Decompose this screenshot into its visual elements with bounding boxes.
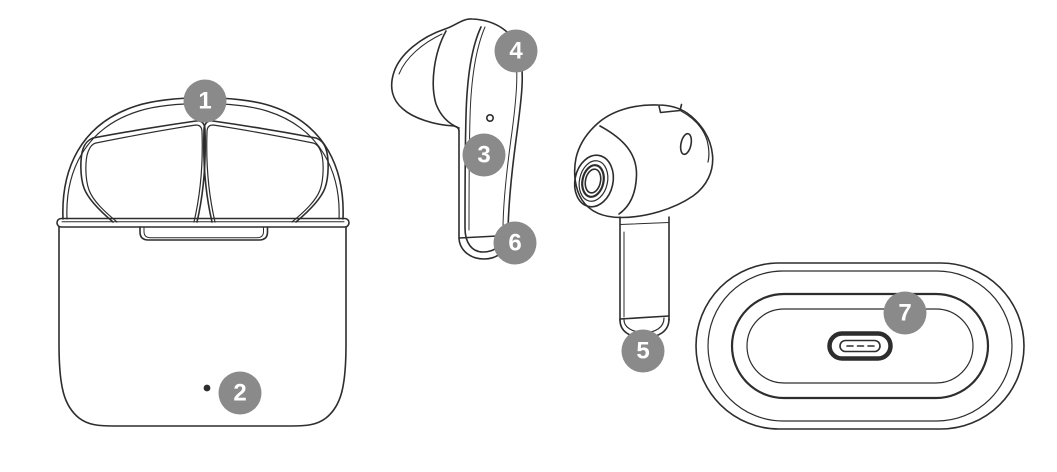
- earbud-head-outline: [573, 104, 714, 219]
- ear-tip-boundary: [432, 30, 460, 129]
- case-thumb-notch-inner: [143, 226, 264, 239]
- earbud-faceplate-seam-2: [468, 26, 486, 231]
- callout-badge-6: 6: [493, 221, 537, 265]
- led-indicator-icon: [203, 384, 211, 392]
- callout-badge-1: 1: [183, 79, 227, 123]
- case-bottom-outline: [695, 262, 1025, 430]
- right-earbud-in-case: [202, 120, 329, 223]
- nozzle-shoulder-curve: [599, 125, 638, 215]
- callout-badge-7: 7: [883, 291, 927, 335]
- callout-badge-5: 5: [621, 329, 665, 373]
- callout-badge-4: 4: [494, 29, 538, 73]
- right-earbud-in-case-inner: [206, 124, 324, 223]
- case-rim: [56, 217, 350, 228]
- case-thumb-notch: [139, 226, 269, 241]
- ear-tip-rings-icon: [573, 154, 615, 208]
- earbud-side-outline: [390, 18, 524, 260]
- case-bottom-ring-4: [746, 308, 974, 384]
- earbud-front-view-illustration: [573, 103, 714, 339]
- case-bottom-ring-3: [730, 292, 990, 400]
- earbud-head-notch: [658, 103, 683, 114]
- callout-badge-2: 2: [218, 371, 262, 415]
- case-body-outline: [58, 226, 347, 427]
- earbud-stem-contact-seam: [619, 315, 670, 320]
- callout-badge-3: 3: [462, 133, 506, 177]
- vent-hole-icon: [679, 132, 693, 156]
- ear-tip-top-inner-line: [398, 33, 443, 75]
- microphone-hole-icon: [485, 114, 494, 123]
- left-earbud-in-case: [80, 120, 207, 223]
- earbud-stem-joint-line: [619, 222, 670, 225]
- charging-case-front-view-illustration: [56, 96, 350, 427]
- earbud-faceplate-seam: [464, 26, 504, 253]
- usb-c-port-icon: [827, 331, 893, 361]
- case-bottom-ring-2: [707, 270, 1013, 422]
- earbud-head-seam: [680, 110, 710, 163]
- charging-case-bottom-view-illustration: [695, 262, 1025, 430]
- left-earbud-in-case-inner: [85, 124, 203, 223]
